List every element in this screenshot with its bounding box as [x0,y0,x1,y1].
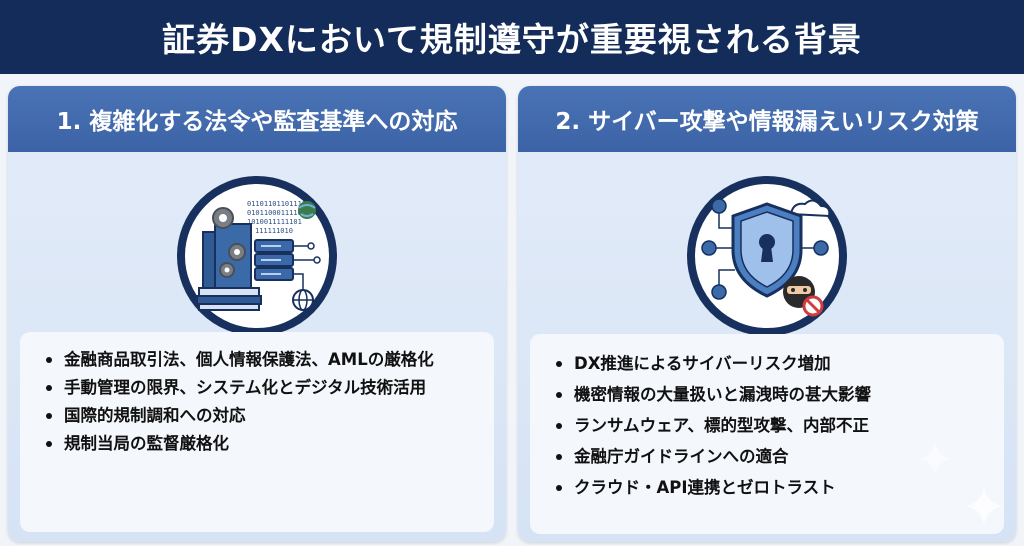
binary-line-3: 1010011111101 [247,218,302,226]
list-item: 金融商品取引法、個人情報保護法、AMLの厳格化 [42,346,476,374]
binary-line-2: 0101100011110 [247,209,302,217]
page-title: 証券DXにおいて規制遵守が重要視される背景 [162,20,862,59]
list-item: DX推進によるサイバーリスク増加 [552,348,986,379]
list-item: 国際的規制調和への対応 [42,402,476,430]
binary-line-1: 01101101101111 [247,200,306,208]
list-item: 機密情報の大量扱いと漏洩時の甚大影響 [552,379,986,410]
lock-icon [759,234,775,262]
panel-header-regulations: 1. 複雑化する法令や監査基準への対応 [8,86,506,152]
sparkle-icon [964,486,1004,526]
panel-heading-cyber: 2. サイバー攻撃や情報漏えいリスク対策 [555,109,979,135]
network-node-icon [701,198,829,300]
prohibited-icon [802,295,824,317]
books-servers-icon: 01101101101111 0101100011110 10100111111… [196,200,321,311]
globe-icon [298,201,316,219]
cloud-icon [789,199,831,218]
list-item: ランサムウェア、標的型攻撃、内部不正 [552,410,986,441]
panel-regulations: 1. 複雑化する法令や監査基準への対応 01101101101111 01011… [8,86,506,542]
cyber-illustration [687,176,847,336]
list-item: 金融庁ガイドラインへの適合 [552,441,986,472]
network-globe-icon [292,289,314,311]
server-icon [254,239,294,281]
cyber-list: DX推進によるサイバーリスク増加 機密情報の大量扱いと漏洩時の甚大影響 ランサム… [530,334,1004,534]
panel-heading-regulations: 1. 複雑化する法令や監査基準への対応 [56,109,458,135]
list-item: 手動管理の限界、システム化とデジタル技術活用 [42,374,476,402]
title-bar: 証券DXにおいて規制遵守が重要視される背景 [0,0,1024,74]
binary-line-4: 111111010 [255,227,293,235]
gear-icon [212,207,246,278]
regulation-list: 金融商品取引法、個人情報保護法、AMLの厳格化 手動管理の限界、システム化とデジ… [20,332,494,532]
panel-header-cyber: 2. サイバー攻撃や情報漏えいリスク対策 [518,86,1016,152]
list-item: 規制当局の監督厳格化 [42,430,476,458]
regulation-illustration: 01101101101111 0101100011110 10100111111… [177,176,337,336]
shield-lock-icon [701,198,831,317]
list-item: クラウド・API連携とゼロトラスト [552,472,986,503]
sparkle-icon [918,442,952,476]
